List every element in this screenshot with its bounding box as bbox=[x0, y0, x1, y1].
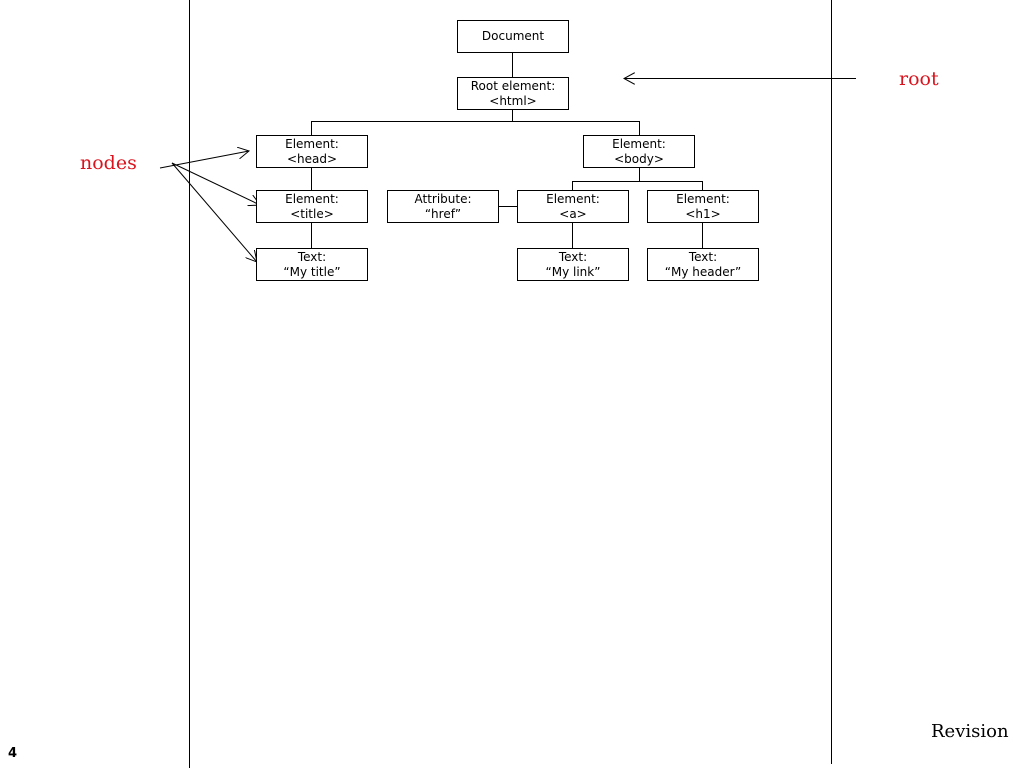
node-document-label: Document bbox=[481, 29, 545, 43]
node-head-type: Element: bbox=[285, 136, 339, 151]
node-title-element-tag: <title> bbox=[290, 206, 334, 221]
node-title-text: Text: “My title” bbox=[256, 248, 368, 281]
node-a: Element: <a> bbox=[517, 190, 629, 223]
node-head-tag: <head> bbox=[286, 151, 338, 166]
node-title-element-type: Element: bbox=[285, 191, 339, 206]
nodes-arrow-head bbox=[159, 151, 249, 169]
node-a-type: Element: bbox=[546, 191, 600, 206]
node-h1-text-value: “My header” bbox=[664, 264, 742, 279]
node-attribute-type: Attribute: bbox=[414, 191, 472, 206]
node-body-tag: <body> bbox=[614, 151, 664, 166]
node-head: Element: <head> bbox=[256, 135, 368, 168]
node-a-text-value: “My link” bbox=[545, 264, 601, 279]
node-html: Root element: <html> bbox=[457, 77, 569, 110]
node-a-text-type: Text: bbox=[558, 249, 588, 264]
nodes-arrow-title bbox=[171, 162, 260, 205]
node-body-type: Element: bbox=[612, 136, 666, 151]
page-number: 4 bbox=[8, 746, 18, 761]
node-h1-text-type: Text: bbox=[688, 249, 718, 264]
revision-label: Revision bbox=[931, 721, 1009, 742]
node-h1-type: Element: bbox=[676, 191, 730, 206]
node-h1-text: Text: “My header” bbox=[647, 248, 759, 281]
node-html-tag: <html> bbox=[489, 93, 537, 108]
node-a-text: Text: “My link” bbox=[517, 248, 629, 281]
node-title-element: Element: <title> bbox=[256, 190, 368, 223]
node-attribute-value: “href” bbox=[424, 206, 462, 221]
node-document: Document bbox=[457, 20, 569, 53]
node-h1-tag: <h1> bbox=[685, 206, 721, 221]
nodes-annotation: nodes bbox=[80, 152, 137, 174]
node-title-text-value: “My title” bbox=[283, 264, 341, 279]
left-divider bbox=[189, 0, 190, 768]
node-h1: Element: <h1> bbox=[647, 190, 759, 223]
node-a-tag: <a> bbox=[559, 206, 587, 221]
node-attribute-href: Attribute: “href” bbox=[387, 190, 499, 223]
node-title-text-type: Text: bbox=[297, 249, 327, 264]
root-annotation: root bbox=[899, 68, 939, 90]
nodes-arrow-text bbox=[171, 162, 257, 262]
node-html-type: Root element: bbox=[470, 78, 556, 93]
node-body: Element: <body> bbox=[583, 135, 695, 168]
right-divider bbox=[831, 0, 832, 764]
